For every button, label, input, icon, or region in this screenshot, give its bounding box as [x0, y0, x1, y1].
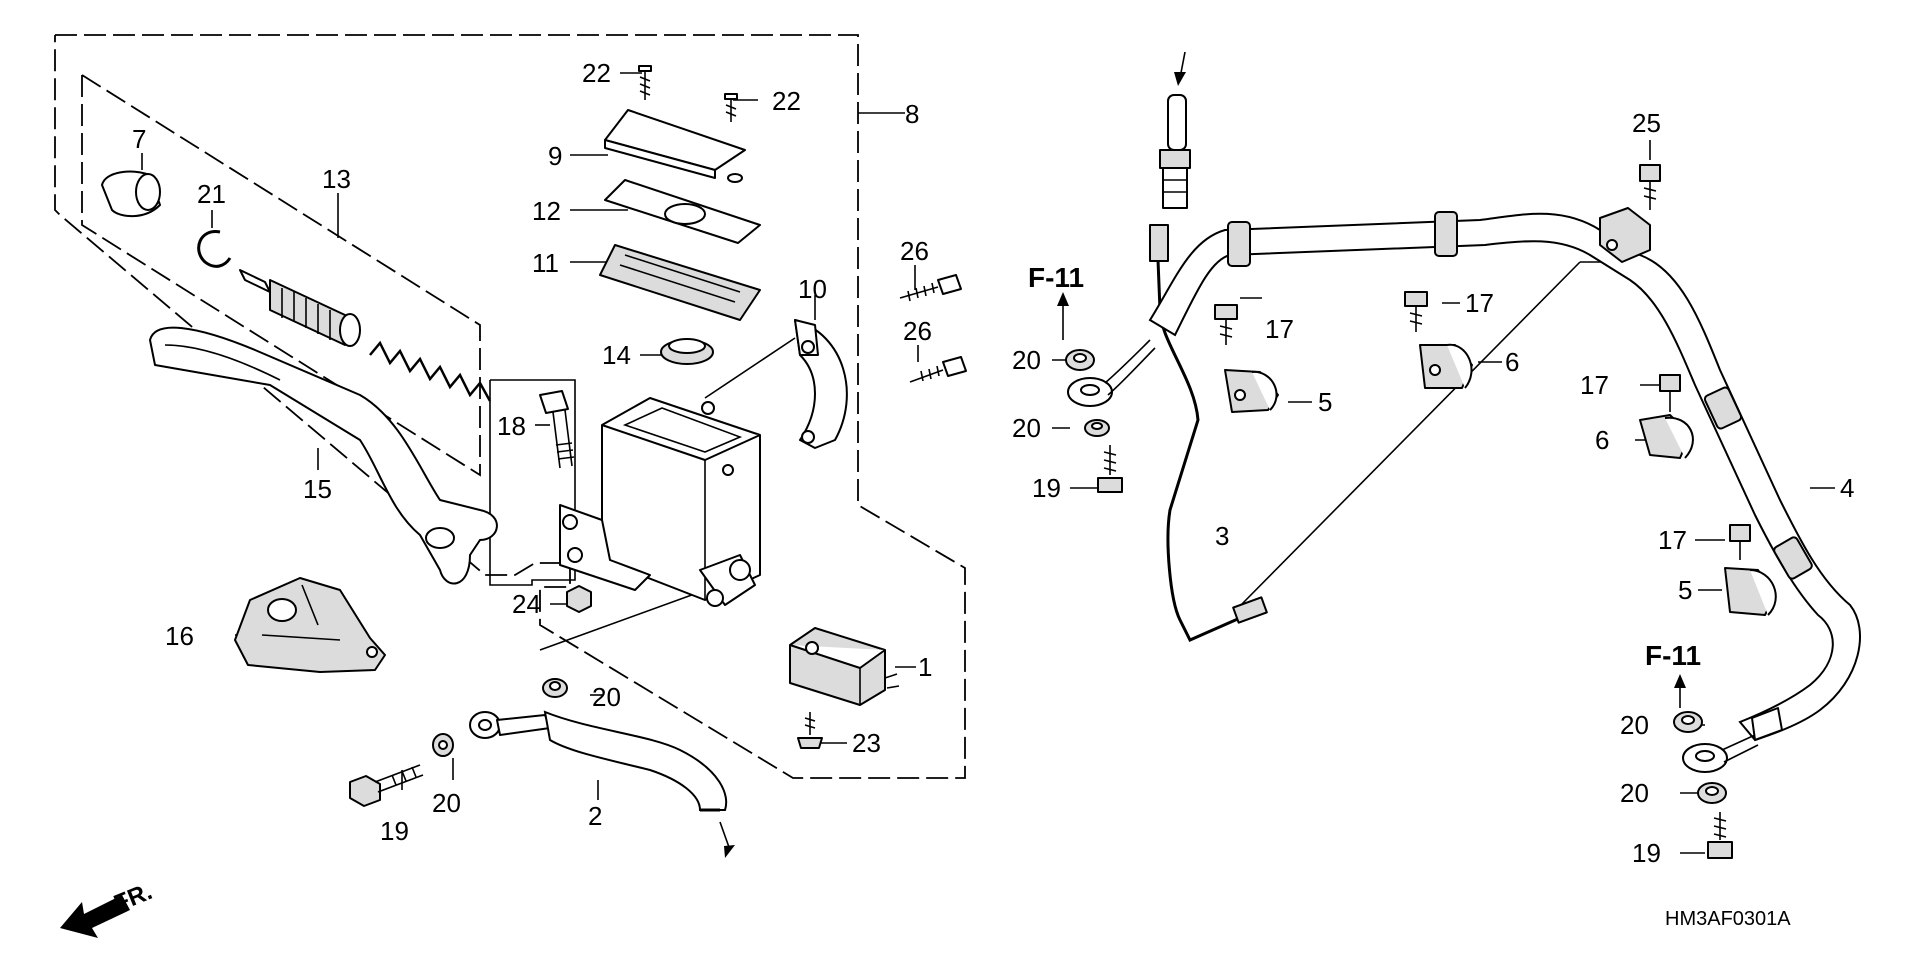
- callout-2: 2: [588, 801, 602, 831]
- brake-hose-2: [469, 710, 728, 812]
- assembly-boundary-13: [81, 74, 481, 477]
- reference-arrow-left: [1057, 292, 1069, 340]
- callout-3: 3: [1215, 521, 1229, 551]
- bolt-17-b: [1404, 291, 1428, 332]
- master-cylinder-body: [559, 397, 761, 607]
- callout-19b: 19: [1032, 473, 1061, 503]
- callout-24: 24: [512, 589, 541, 619]
- callout-6a: 6: [1505, 347, 1519, 377]
- bolt-26-upper: [899, 274, 962, 302]
- front-direction-label: FR.: [110, 878, 156, 918]
- boot-7: [101, 170, 161, 218]
- bolt-26-lower: [909, 356, 967, 383]
- diagram-code: HM3AF0301A: [1665, 908, 1791, 930]
- banjo-fitting-left: [1067, 339, 1156, 407]
- callout-5b: 5: [1678, 575, 1692, 605]
- callout-6b: 6: [1595, 425, 1609, 455]
- callout-18: 18: [497, 411, 526, 441]
- spring-13: [369, 340, 492, 402]
- callout-22b: 22: [772, 86, 801, 116]
- callout-17a: 17: [1265, 314, 1294, 344]
- callout-19c: 19: [1632, 838, 1661, 868]
- reference-f11-left: F-11: [1028, 262, 1084, 293]
- bolt-18: [539, 390, 575, 469]
- brake-switch-1: [789, 627, 900, 706]
- brake-pipe-fitting-bottom: [1232, 596, 1268, 624]
- piston-13: [239, 269, 361, 347]
- callout-26b: 26: [903, 316, 932, 346]
- callout-4: 4: [1840, 473, 1854, 503]
- banjo-bolt-19-right: [1707, 812, 1733, 859]
- callout-labels: 22 22 7 8 9 21 13 12 11 26 10 26 14 18 1…: [132, 58, 1854, 868]
- assembly-boundary-18: [489, 379, 576, 586]
- bolt-17-a: [1214, 304, 1238, 345]
- lever-cover-16: [234, 577, 386, 673]
- callout-22a: 22: [582, 58, 611, 88]
- callout-20b: 20: [432, 788, 461, 818]
- screw-22-right: [724, 93, 743, 183]
- callout-26a: 26: [900, 236, 929, 266]
- diaphragm: [599, 244, 761, 321]
- callout-20a: 20: [592, 682, 621, 712]
- brake-line-fitting-top: [1149, 94, 1191, 262]
- clamp-5-b: [1724, 567, 1777, 616]
- reference-f11-right: F-11: [1645, 640, 1701, 671]
- callout-19a: 19: [380, 816, 409, 846]
- brake-pipe-3: [1156, 259, 1241, 642]
- callout-5a: 5: [1318, 387, 1332, 417]
- callout-25: 25: [1632, 108, 1661, 138]
- callout-20c: 20: [1012, 345, 1041, 375]
- callout-17c: 17: [1580, 370, 1609, 400]
- clamp-6-a: [1419, 343, 1473, 389]
- callout-20f: 20: [1620, 778, 1649, 808]
- brake-lever-15: [149, 326, 498, 585]
- callout-8: 8: [905, 99, 919, 129]
- banjo-bolt-19-left: [349, 764, 424, 807]
- callout-10: 10: [798, 274, 827, 304]
- callout-13: 13: [322, 164, 351, 194]
- callout-7: 7: [132, 124, 146, 154]
- callout-23: 23: [852, 728, 881, 758]
- clamp-6-b: [1639, 414, 1694, 459]
- callout-16: 16: [165, 621, 194, 651]
- brake-hose-4: [1148, 207, 1861, 742]
- callout-9: 9: [548, 141, 562, 171]
- banjo-bolt-19-middle: [1097, 445, 1123, 493]
- callout-17d: 17: [1658, 525, 1687, 555]
- banjo-fitting-right: [1682, 707, 1783, 773]
- assembly-boundary-8: [54, 34, 966, 779]
- flow-arrow-down-right: [1174, 51, 1186, 86]
- callout-20d: 20: [1012, 413, 1041, 443]
- callout-12: 12: [532, 196, 561, 226]
- callout-21: 21: [197, 179, 226, 209]
- callout-1: 1: [918, 652, 932, 682]
- front-direction-arrow: [60, 895, 130, 938]
- flow-arrow-down-left: [719, 821, 735, 858]
- callout-20e: 20: [1620, 710, 1649, 740]
- float: [660, 338, 714, 365]
- nut-24: [566, 585, 592, 613]
- bolt-17-c: [1659, 374, 1681, 412]
- callout-11: 11: [532, 248, 559, 278]
- callout-17b: 17: [1465, 288, 1494, 318]
- bolt-25: [1639, 164, 1661, 210]
- callout-15: 15: [303, 474, 332, 504]
- bolt-17-d: [1729, 524, 1751, 560]
- circlip-21: [197, 230, 232, 268]
- callout-14: 14: [602, 340, 631, 370]
- screw-23: [797, 712, 823, 749]
- clamp-5-a: [1224, 369, 1279, 413]
- reference-arrow-right: [1674, 674, 1686, 708]
